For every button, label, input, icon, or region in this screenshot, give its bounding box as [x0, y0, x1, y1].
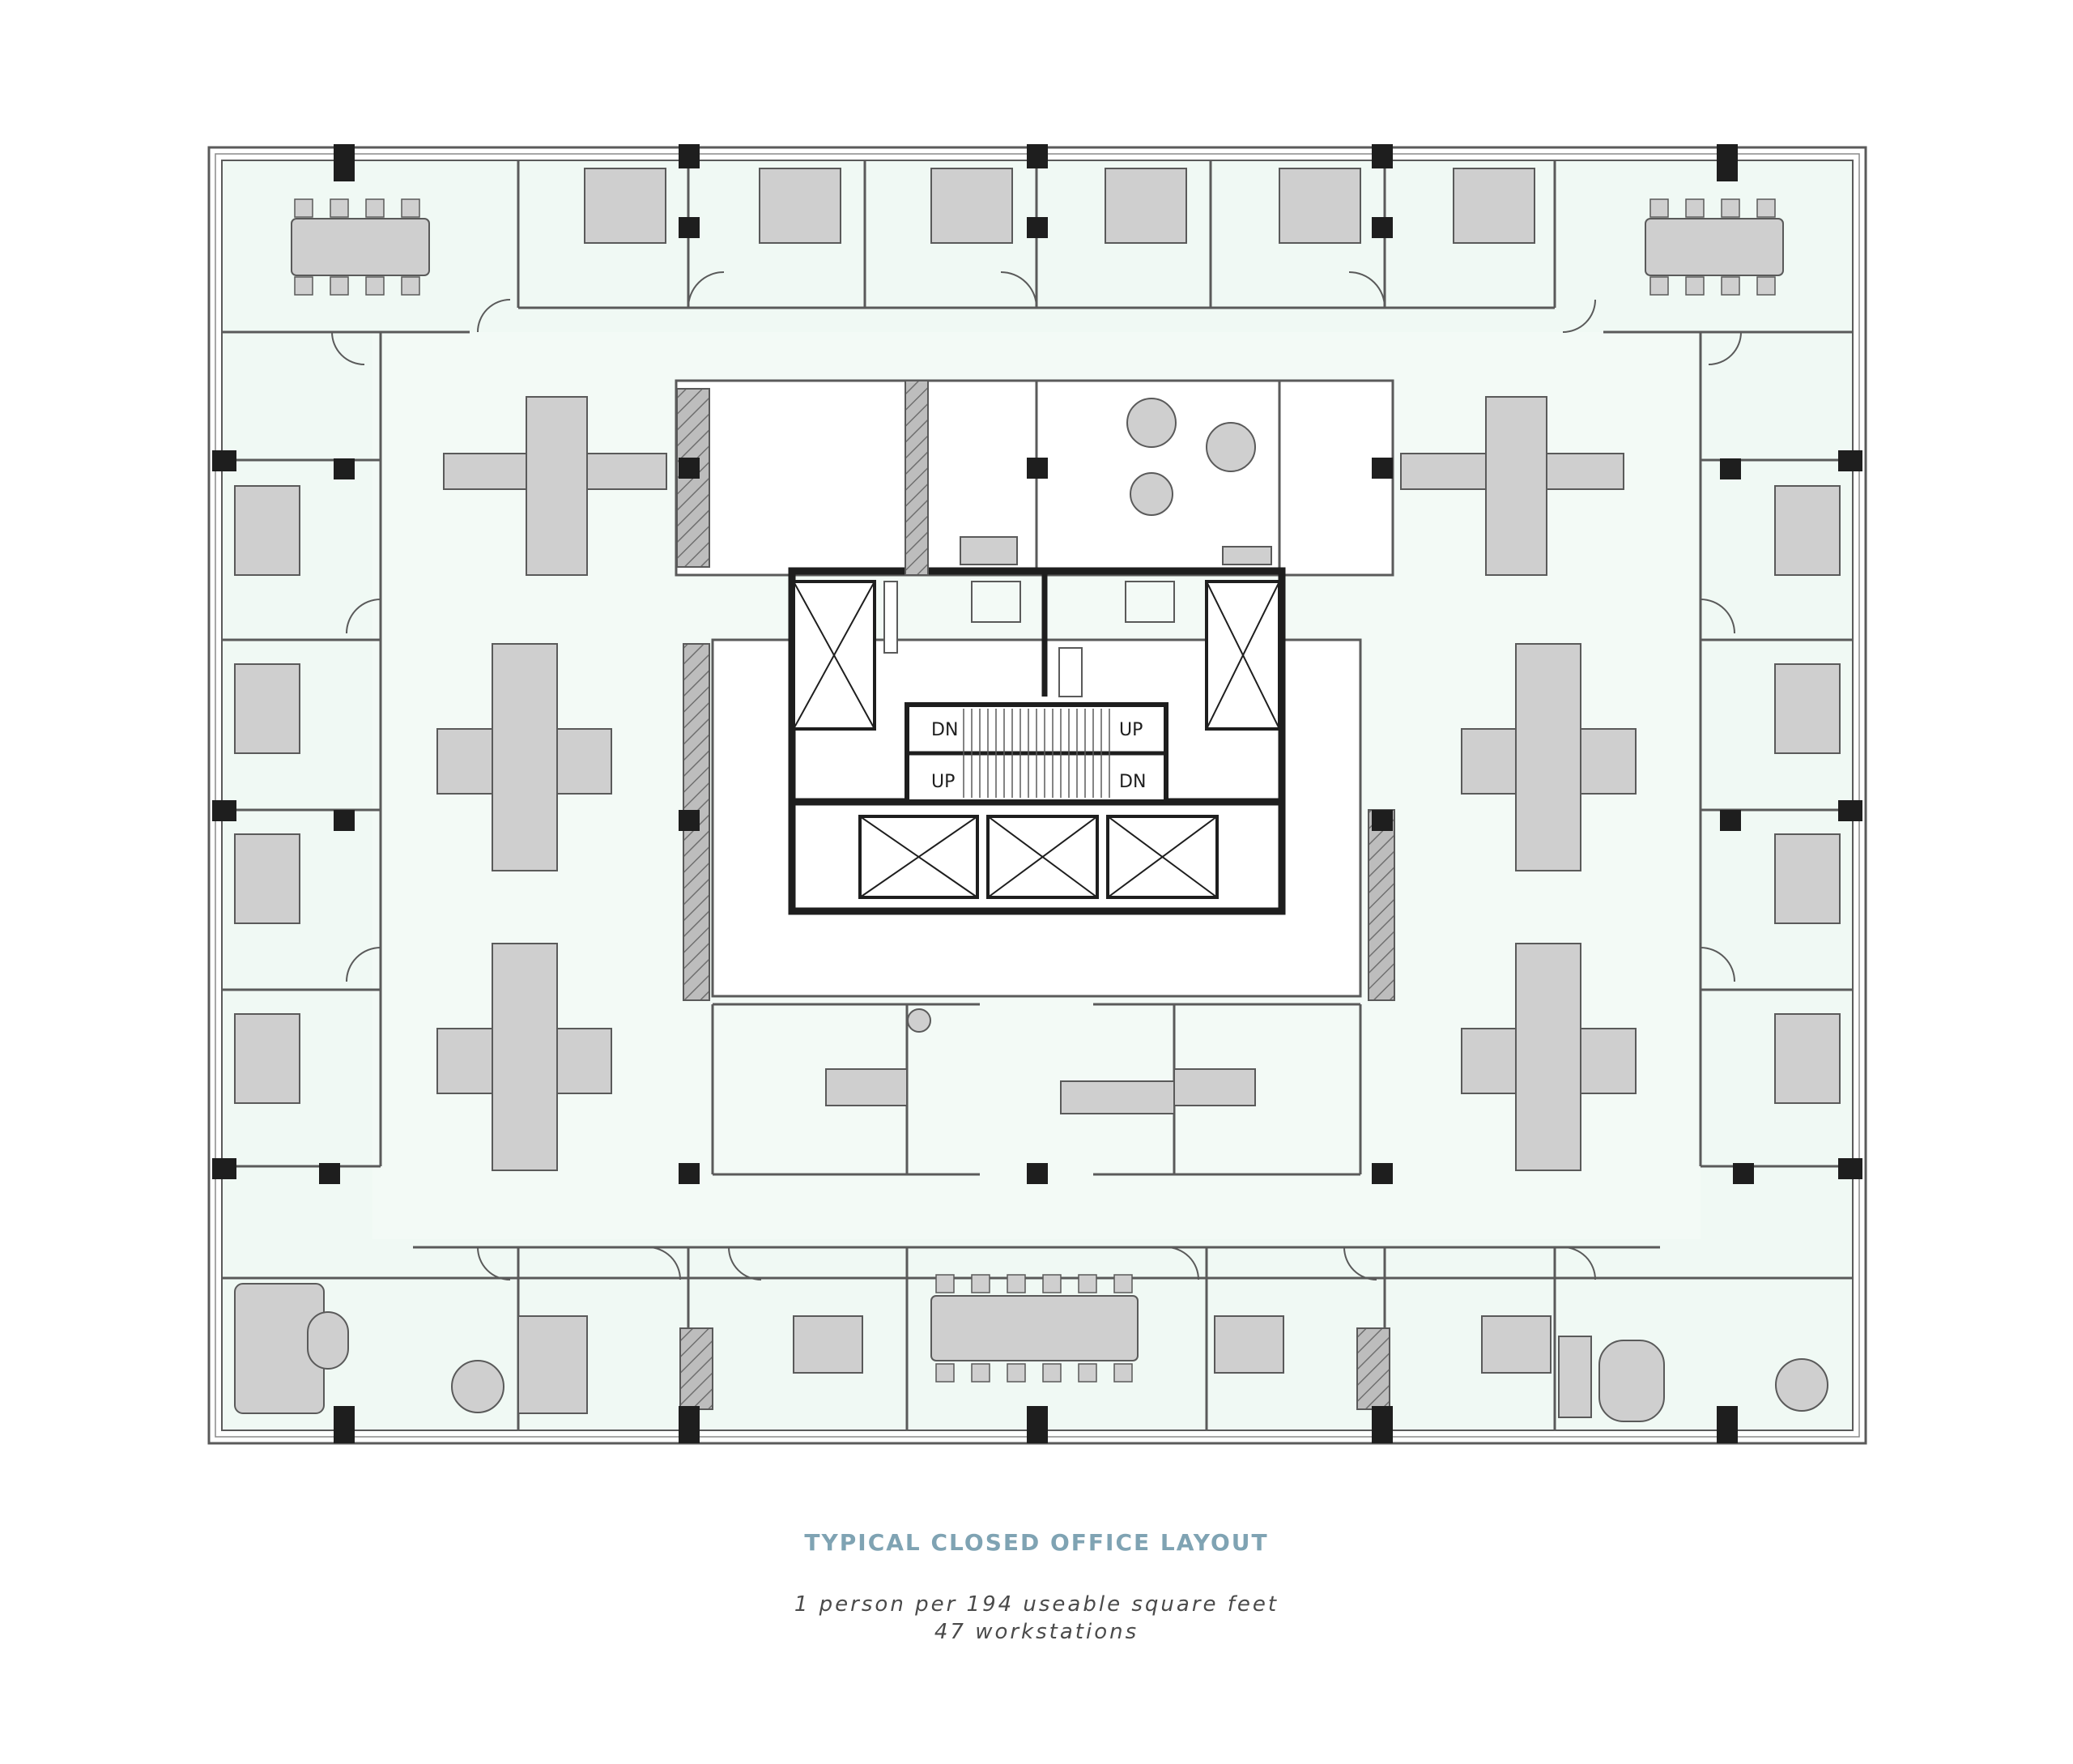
structural-columns — [212, 144, 1862, 1443]
chairs — [294, 198, 1776, 1383]
stair-label-up-upper: UP — [1119, 720, 1143, 740]
round-tables — [451, 398, 1828, 1413]
density-note: 1 person per 194 useable square feet — [794, 1592, 1279, 1617]
furniture — [234, 168, 1841, 1422]
stair-labels: DN UP UP DN — [931, 720, 1146, 792]
building-core — [675, 379, 1395, 1410]
layout-title: TYPICAL CLOSED OFFICE LAYOUT — [804, 1529, 1269, 1556]
stair-label-up-lower: UP — [931, 772, 955, 792]
conference-table-bottom — [930, 1295, 1139, 1361]
conference-table-top-right — [1645, 218, 1784, 276]
conference-table-top-left — [291, 218, 430, 276]
stair-label-dn-upper: DN — [931, 720, 958, 740]
stair-label-dn-lower: DN — [1119, 772, 1146, 792]
bottom-interior-rooms — [711, 1003, 1362, 1176]
workstation-count: 47 workstations — [934, 1620, 1139, 1644]
